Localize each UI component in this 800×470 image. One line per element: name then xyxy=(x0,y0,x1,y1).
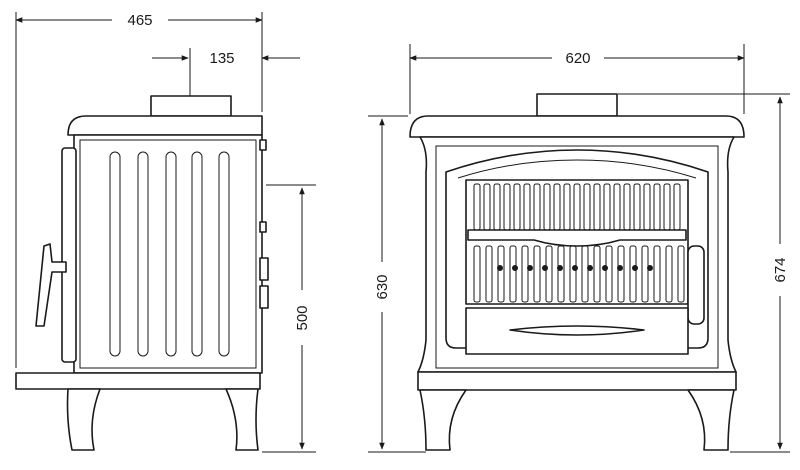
front-lower-grille xyxy=(473,245,685,303)
grille-bar xyxy=(557,245,565,303)
grate-knob xyxy=(617,265,623,271)
side-body xyxy=(73,134,263,374)
side-rear-vent xyxy=(259,139,267,151)
side-body-inner xyxy=(79,139,257,369)
front-leg-right xyxy=(687,389,735,451)
side-rear-vent xyxy=(259,285,269,309)
front-door-arch-inner xyxy=(457,159,697,179)
grille-bar xyxy=(617,245,625,303)
front-top-plate xyxy=(409,115,745,138)
flue-offset-dimension: 135 xyxy=(152,48,300,96)
front-glass-window xyxy=(465,179,689,305)
total-height-dimension: 674 xyxy=(618,93,790,453)
grate-knob xyxy=(602,265,608,271)
side-door-handle xyxy=(35,243,67,327)
dim-135-label: 135 xyxy=(209,50,234,67)
grille-bar xyxy=(473,245,481,303)
front-width-dimension: 620 xyxy=(409,44,745,114)
dim-630-label: 630 xyxy=(374,274,391,299)
side-door-edge xyxy=(61,147,77,363)
front-flue-collar xyxy=(536,93,618,117)
side-rib xyxy=(137,151,149,357)
grille-bar xyxy=(509,245,517,303)
grate-knob xyxy=(557,265,563,271)
front-base-plinth xyxy=(417,371,737,391)
dim-674-label: 674 xyxy=(772,257,789,282)
side-width-dimension: 465 xyxy=(15,12,263,368)
front-inner-frame xyxy=(435,145,719,369)
grate-knob xyxy=(632,265,638,271)
grille-bar xyxy=(533,245,541,303)
grate-knob xyxy=(512,265,518,271)
grille-bar xyxy=(593,245,601,303)
grille-bar xyxy=(497,245,505,303)
grate-knob xyxy=(647,265,653,271)
grille-bar xyxy=(665,245,673,303)
grate-knob xyxy=(587,265,593,271)
grille-bar xyxy=(569,245,577,303)
grate-knob xyxy=(572,265,578,271)
grille-bar xyxy=(545,245,553,303)
front-ashpan-handle xyxy=(509,325,645,336)
side-leg-rear xyxy=(225,388,259,451)
grate-knob xyxy=(527,265,533,271)
side-rib xyxy=(218,151,230,357)
front-leg-left xyxy=(419,389,467,451)
side-ribs xyxy=(109,151,230,357)
front-door-handle xyxy=(687,245,705,325)
grille-bar xyxy=(629,245,637,303)
side-rib xyxy=(191,151,203,357)
grille-bar xyxy=(641,245,649,303)
side-flue-collar xyxy=(150,95,232,117)
front-view xyxy=(409,93,745,451)
side-base-plate xyxy=(15,372,261,390)
grille-bar xyxy=(653,245,661,303)
grate-knob xyxy=(542,265,548,271)
flue-height-dimension: 500 xyxy=(262,184,316,453)
side-rear-vent xyxy=(259,221,267,233)
body-height-dimension: 630 xyxy=(368,115,426,453)
front-baffle-band xyxy=(467,229,687,247)
side-rib xyxy=(109,151,121,357)
grille-bar xyxy=(485,245,493,303)
grate-knob xyxy=(497,265,503,271)
grille-bar xyxy=(581,245,589,303)
dim-620-label: 620 xyxy=(565,50,590,67)
dim-500-label: 500 xyxy=(294,305,311,330)
side-rear-vent xyxy=(259,257,269,281)
grille-bar xyxy=(605,245,613,303)
side-rib xyxy=(165,151,177,357)
side-top-plate xyxy=(67,115,263,136)
grille-bar xyxy=(521,245,529,303)
grille-bar xyxy=(677,245,685,303)
side-view xyxy=(15,95,269,451)
dim-465-label: 465 xyxy=(127,12,152,29)
side-leg-front xyxy=(66,388,101,451)
